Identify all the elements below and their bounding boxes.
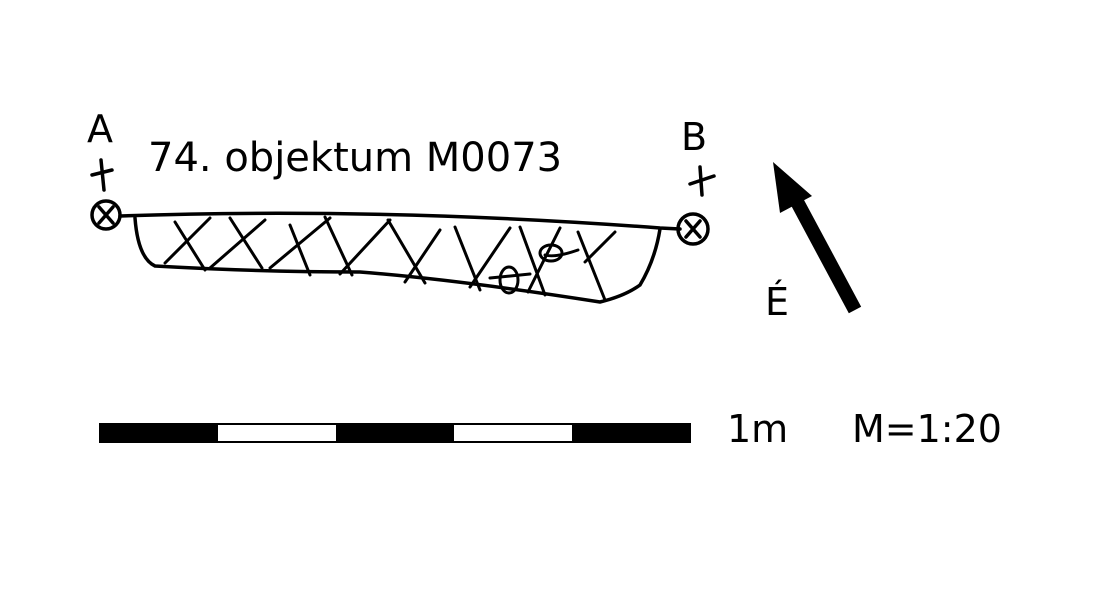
north-arrow-icon	[773, 162, 862, 314]
hatching	[163, 215, 617, 302]
marker-a-icon	[90, 158, 122, 231]
point-b-label: B	[681, 115, 708, 159]
north-label: É	[765, 280, 790, 324]
marker-b-icon	[676, 165, 716, 246]
drawing-title: 74. objektum M0073	[148, 135, 563, 181]
scale-length-label: 1m	[727, 407, 789, 451]
ground-line	[118, 211, 682, 231]
scale-ratio-label: M=1:20	[852, 407, 1002, 451]
pit-outline	[133, 216, 662, 304]
scale-bar	[99, 423, 691, 443]
point-a-label: A	[87, 107, 113, 151]
